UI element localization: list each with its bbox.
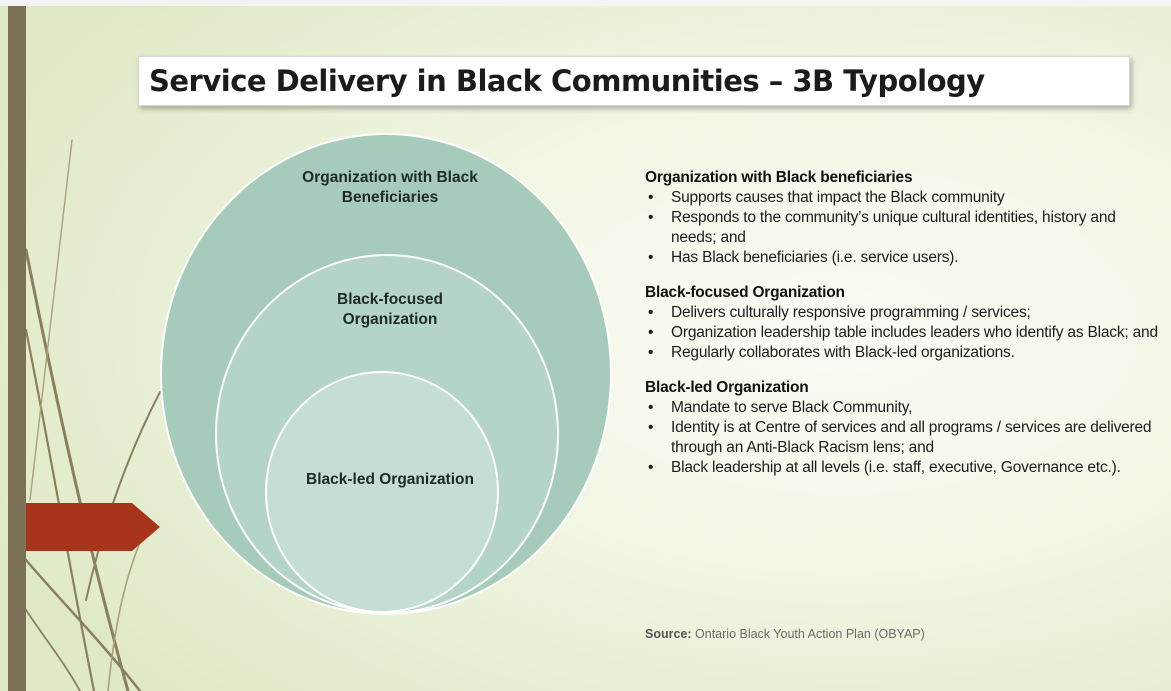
section-heading: Black-focused Organization <box>645 284 845 301</box>
bullet-item: Delivers culturally responsive programmi… <box>645 303 1165 323</box>
bullet-list: Delivers culturally responsive programmi… <box>645 303 1165 363</box>
source-note: Source: Ontario Black Youth Action Plan … <box>645 627 925 641</box>
section-black-focused: Black-focused Organization Delivers cult… <box>645 283 1165 363</box>
bullet-item: Identity is at Centre of services and al… <box>645 418 1165 458</box>
bullet-item: Supports causes that impact the Black co… <box>645 188 1165 208</box>
section-black-beneficiaries: Organization with Black beneficiaries Su… <box>645 168 1165 268</box>
circle-inner <box>265 371 499 613</box>
bullet-item: Regularly collaborates with Black-led or… <box>645 343 1165 363</box>
bullet-list: Mandate to serve Black Community, Identi… <box>645 398 1165 478</box>
stem-line <box>25 609 81 691</box>
circle-label-outer: Organization with Black Beneficiaries <box>302 169 478 206</box>
source-text: Ontario Black Youth Action Plan (OBYAP) <box>695 627 925 641</box>
bullet-item: Has Black beneficiaries (i.e. service us… <box>645 248 1165 268</box>
bullet-list: Supports causes that impact the Black co… <box>645 188 1165 268</box>
section-heading: Black-led Organization <box>645 379 809 396</box>
stem-line <box>29 139 73 501</box>
section-heading: Organization with Black beneficiaries <box>645 169 913 186</box>
stem-line <box>85 391 161 601</box>
left-accent-bar <box>8 6 26 691</box>
description-panel: Organization with Black beneficiaries Su… <box>645 168 1165 493</box>
circle-label-middle: Black-focused Organization <box>337 291 443 328</box>
circle-label-inner: Black-led Organization <box>306 471 474 488</box>
title-box: Service Delivery in Black Communities – … <box>138 56 1130 106</box>
arrow-marker <box>8 503 160 551</box>
bullet-item: Mandate to serve Black Community, <box>645 398 1165 418</box>
stem-line <box>24 248 130 691</box>
bullet-item: Organization leadership table includes l… <box>645 323 1165 343</box>
stem-line <box>24 558 142 691</box>
section-black-led: Black-led Organization Mandate to serve … <box>645 378 1165 478</box>
source-label: Source: <box>645 627 692 641</box>
slide-title: Service Delivery in Black Communities – … <box>149 64 985 98</box>
bullet-item: Responds to the community’s unique cultu… <box>645 208 1165 248</box>
top-band <box>0 0 1171 6</box>
bullet-item: Black leadership at all levels (i.e. sta… <box>645 458 1165 478</box>
